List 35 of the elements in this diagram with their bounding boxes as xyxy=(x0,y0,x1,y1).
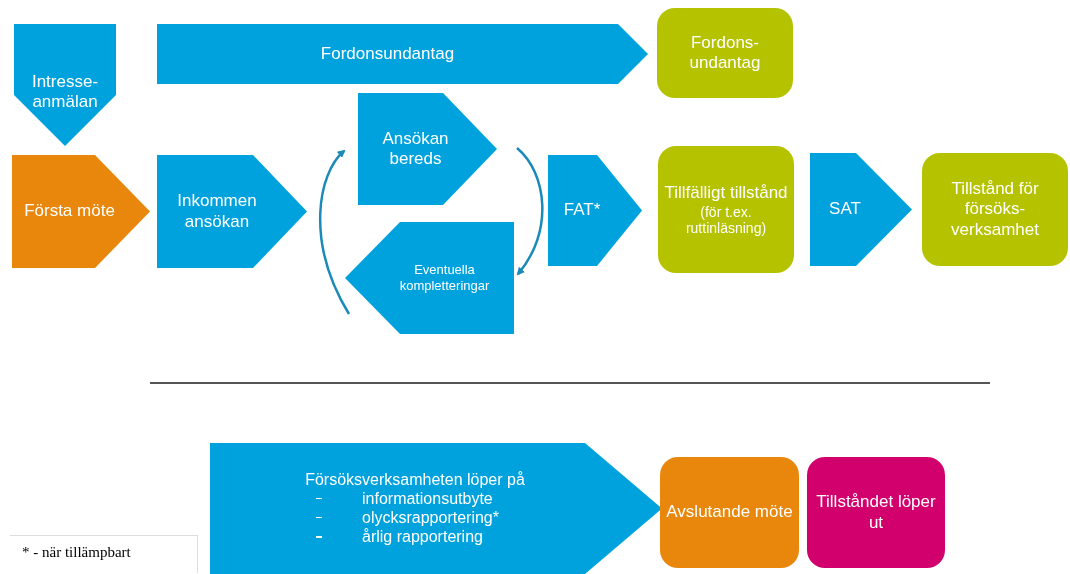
down-arrow-shape xyxy=(14,24,116,146)
node-label: Försöksverksamheten löper på xyxy=(305,469,525,489)
chevron-arrow-shape xyxy=(157,24,648,84)
node-label: Fordons- undantag xyxy=(688,32,762,74)
footnote: * - när tillämpbart xyxy=(10,535,198,573)
chevron-arrow-shape xyxy=(358,93,497,205)
node-label: Eventuella kompletteringar xyxy=(398,262,491,294)
curved-arrow xyxy=(319,149,351,315)
chevron-arrow-shape xyxy=(548,155,642,266)
node-label: FAT* xyxy=(563,200,601,221)
node-label: Ansökan bereds xyxy=(381,128,450,170)
rounded-box xyxy=(922,153,1068,266)
node-label: Avslutande möte xyxy=(666,502,793,523)
rounded-box xyxy=(658,146,794,273)
chevron-arrow-shape xyxy=(12,155,150,268)
rounded-box xyxy=(657,8,793,98)
node-label: Tillstånd för försöks- verksamhet xyxy=(950,178,1040,241)
list-item: informationsutbyte xyxy=(362,488,493,508)
node-label: Fordonsundantag xyxy=(320,43,455,65)
rounded-box xyxy=(660,457,799,568)
node-label: Första möte xyxy=(24,201,115,222)
chevron-arrow-shape xyxy=(210,443,662,574)
node-label: Intresse- anmälan xyxy=(30,71,100,113)
node-label: Tillståndet löper ut xyxy=(815,492,937,533)
node-label: SAT xyxy=(829,199,861,220)
node-label: Inkommen ansökan xyxy=(176,191,258,232)
curved-arrow xyxy=(516,147,544,276)
node-label: Tillfälligt tillstånd xyxy=(664,183,788,204)
chevron-arrow-shape xyxy=(810,153,912,266)
list-item: olycksrapportering* xyxy=(362,508,499,528)
list-item: årlig rapportering xyxy=(362,527,483,547)
node-subtext: (för t.ex. ruttinläsning) xyxy=(684,203,768,236)
chevron-arrow-shape xyxy=(157,155,307,268)
rounded-box xyxy=(807,457,945,568)
left-arrow-shape xyxy=(345,222,514,334)
